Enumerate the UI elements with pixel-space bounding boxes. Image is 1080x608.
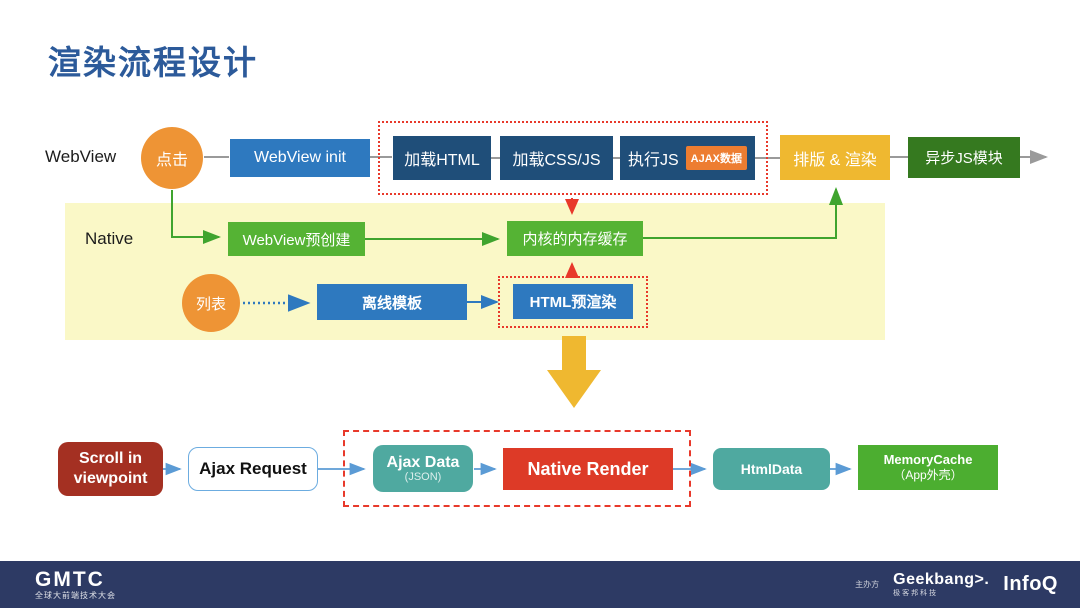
geekbang-logo-text: Geekbang>. (893, 571, 990, 588)
webview-precreate-node: WebView预创建 (228, 222, 365, 256)
ajax-data-label: Ajax Data (386, 453, 460, 471)
geekbang-logo-subtitle: 极客邦科技 (893, 590, 939, 597)
click-circle-label: 点击 (155, 152, 188, 169)
async-js-module-label: 异步JS模块 (925, 150, 1003, 167)
click-circle: 点击 (141, 127, 203, 189)
kernel-memory-cache-label: 内核的内存缓存 (522, 231, 628, 248)
exec-js-node: 执行JS AJAX数据 (620, 136, 755, 180)
offline-template-node: 离线模板 (317, 284, 467, 320)
scroll-in-viewpoint-node: Scroll in viewpoint (58, 442, 163, 496)
webview-row-label: WebView (45, 147, 117, 166)
webview-precreate-label: WebView预创建 (242, 231, 351, 249)
native-data-group-outline (343, 430, 691, 507)
ajax-data-badge: AJAX数据 (685, 146, 748, 170)
async-js-module-node: 异步JS模块 (908, 137, 1020, 178)
native-render-node: Native Render (503, 448, 673, 490)
ajax-data-sublabel: (JSON) (404, 471, 442, 484)
prerender-outline (498, 276, 648, 328)
ajax-request-label: Ajax Request (199, 459, 307, 478)
htmldata-node: HtmlData (713, 448, 830, 490)
kernel-memory-cache-node: 内核的内存缓存 (507, 221, 643, 256)
native-render-label: Native Render (527, 458, 649, 479)
gmtc-logo-subtitle: 全球大前端技术大会 (35, 591, 116, 600)
memorycache-node: MemoryCache （App外壳） (858, 445, 998, 490)
geekbang-logo: Geekbang>. 极客邦科技 (893, 571, 990, 598)
memorycache-label: MemoryCache (883, 451, 973, 467)
html-prerender-label: HTML预渲染 (529, 294, 617, 311)
layout-render-node: 排版 & 渲染 (780, 135, 890, 180)
ajax-request-node: Ajax Request (188, 447, 318, 491)
list-circle: 列表 (182, 274, 240, 332)
load-cssjs-label: 加载CSS/JS (512, 152, 601, 169)
infoq-logo: InfoQ (1003, 573, 1058, 595)
footer-bar: GMTC 全球大前端技术大会 主办方 Geekbang>. 极客邦科技 Info… (0, 561, 1080, 608)
webview-init-label: WebView init (254, 149, 346, 166)
webview-load-group-outline (378, 121, 768, 195)
native-row-label: Native (85, 229, 134, 248)
webview-init-node: WebView init (230, 139, 370, 177)
html-prerender-node: HTML预渲染 (513, 284, 633, 319)
flow-down-arrow (547, 336, 601, 408)
exec-js-label: 执行JS (627, 152, 679, 169)
gmtc-logo: GMTC 全球大前端技术大会 (35, 569, 116, 600)
gmtc-logo-text: GMTC (35, 568, 105, 591)
ajax-data-node: Ajax Data (JSON) (373, 445, 473, 492)
layout-render-label: 排版 & 渲染 (793, 151, 877, 169)
load-html-label: 加载HTML (404, 152, 480, 169)
htmldata-label: HtmlData (740, 461, 803, 477)
organizer-label: 主办方 (855, 580, 880, 589)
footer-logos: 主办方 Geekbang>. 极客邦科技 InfoQ (855, 571, 1058, 598)
offline-template-label: 离线模板 (361, 294, 422, 312)
list-circle-label: 列表 (195, 295, 226, 313)
memorycache-sublabel: （App外壳） (893, 468, 963, 483)
load-html-node: 加载HTML (393, 136, 491, 180)
page-title: 渲染流程设计 (48, 44, 258, 81)
load-cssjs-node: 加载CSS/JS (500, 136, 613, 180)
scroll-in-viewpoint-label: Scroll in viewpoint (73, 450, 148, 487)
